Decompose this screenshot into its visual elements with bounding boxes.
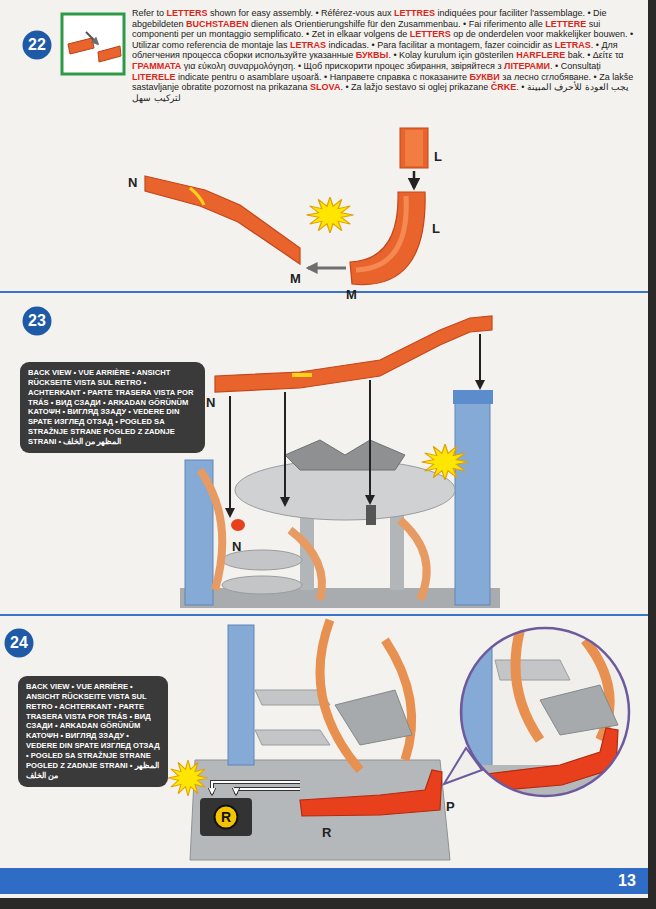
footer-bar bbox=[0, 868, 648, 894]
marker-text: 23 bbox=[28, 313, 46, 329]
part-letter: L bbox=[434, 150, 442, 165]
text-run: shown for easy assembly. • Référez-vous … bbox=[208, 8, 395, 18]
highlight-word: LETRAS bbox=[555, 40, 591, 50]
part-letter: P bbox=[446, 800, 455, 815]
letter-marker: R bbox=[213, 804, 239, 830]
part-letter: N bbox=[206, 396, 215, 411]
note-text: BACK VIEW • VUE ARRIÈRE • ANSICHT RÜCKSE… bbox=[26, 682, 160, 781]
highlight-word: ЛІТЕРАМИ bbox=[504, 61, 550, 71]
playset-back bbox=[180, 316, 500, 608]
marker-text: 24 bbox=[10, 635, 28, 651]
highlight-word: LETTRES bbox=[394, 8, 435, 18]
step-divider bbox=[0, 614, 648, 616]
circle-shape bbox=[24, 308, 51, 335]
step-number: 24 bbox=[4, 628, 34, 658]
part-letter: R bbox=[322, 826, 331, 841]
highlight-word: LETRAS bbox=[290, 40, 326, 50]
highlight-word: ČRKE bbox=[491, 82, 517, 92]
note-text: BACK VIEW • VUE ARRIÈRE • ANSICHT RÜCKSE… bbox=[28, 368, 197, 447]
highlight-word: BUCHSTABEN bbox=[186, 19, 248, 29]
paper bbox=[0, 0, 648, 898]
text-run: για εύκολη συναρμολόγηση. • Щоб прискори… bbox=[181, 61, 504, 71]
highlight-word: БУКВЫ bbox=[356, 50, 389, 60]
instruction-text: Refer to LETTERS shown for easy assembly… bbox=[132, 8, 637, 103]
marker-text: 22 bbox=[28, 37, 46, 53]
highlight-word: ΓΡΑΜΜΑΤΑ bbox=[132, 61, 181, 71]
text-run: indicate pentru o asamblare ușoară. • На… bbox=[176, 72, 470, 82]
step-number: 23 bbox=[22, 306, 52, 336]
highlight-word: LETTERS bbox=[410, 29, 451, 39]
text-run: . • Kolay kurulum için gösterilen bbox=[388, 50, 516, 60]
magnified-view bbox=[444, 625, 635, 805]
view-note: BACK VIEW • VUE ARRIÈRE • ANSICHT RÜCKSE… bbox=[20, 362, 205, 453]
step-number: 22 bbox=[22, 30, 52, 60]
highlight-word: SLOVA bbox=[310, 82, 340, 92]
highlight-word: HARFLERE bbox=[516, 50, 565, 60]
text-run: dienen als Orientierungshilfe für den Zu… bbox=[248, 19, 545, 29]
text-run: bak. • Δείτε τα bbox=[565, 50, 623, 60]
text-run: indicadas. • Para facilitar a montagem, … bbox=[326, 40, 555, 50]
text-run: . • Consultați bbox=[550, 61, 601, 71]
track-pieces bbox=[145, 128, 428, 285]
circle-shape bbox=[6, 630, 33, 657]
part-letter: L bbox=[432, 222, 440, 237]
view-note: BACK VIEW • VUE ARRIÈRE • ANSICHT RÜCKSE… bbox=[18, 676, 168, 787]
highlight-word: LITERELE bbox=[132, 72, 176, 82]
part-letter: M bbox=[346, 288, 357, 303]
highlight-word: LETTERS bbox=[167, 8, 208, 18]
circle-shape bbox=[215, 806, 238, 829]
highlight-word: LETTERE bbox=[545, 19, 586, 29]
highlight-word: БУКВИ bbox=[469, 72, 499, 82]
page-number: 13 bbox=[618, 872, 636, 890]
text-run: Refer to bbox=[132, 8, 167, 18]
circle-shape bbox=[24, 32, 51, 59]
part-letter: M bbox=[290, 272, 301, 287]
step-divider bbox=[0, 291, 648, 293]
text-run: . • Za lažjo sestavo si oglej prikazane bbox=[340, 82, 490, 92]
part-letter: N bbox=[128, 176, 137, 191]
marker-text: R bbox=[221, 810, 231, 824]
playset-base bbox=[168, 620, 450, 860]
letter-inset bbox=[62, 14, 124, 74]
part-letter: N bbox=[232, 540, 241, 555]
